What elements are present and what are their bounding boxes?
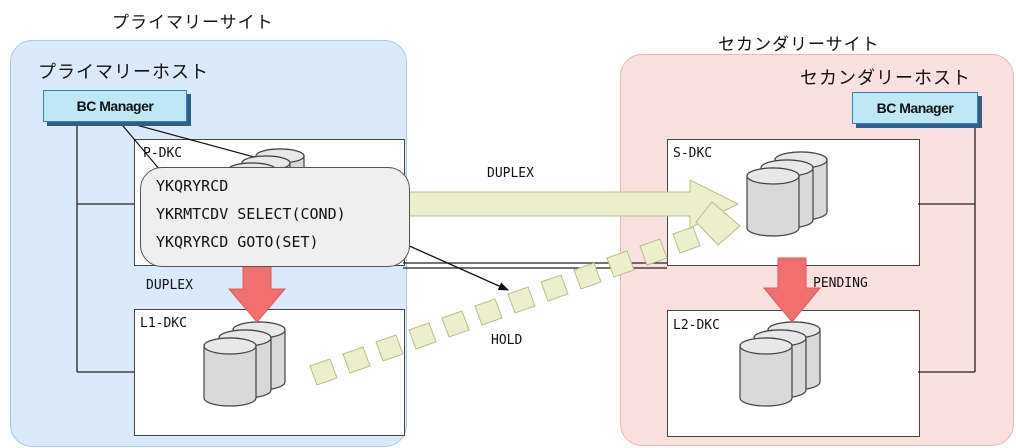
primary-host-label: プライマリーホスト: [38, 62, 209, 83]
l1-dkc-volumes: [203, 321, 286, 407]
l2-dkc-label: L2-DKC: [673, 318, 720, 333]
secondary-host-connectors: [918, 118, 976, 373]
command-line-3: YKQRYRCD GOTO(SET): [156, 233, 319, 251]
p-to-s-state-label: DUPLEX: [487, 166, 534, 181]
command-line-1: YKQRYRCD: [156, 177, 229, 195]
primary-host-connectors: [76, 118, 134, 373]
secondary-bc-manager: BC Manager: [852, 92, 978, 124]
p-to-s-duplex-arrow: [404, 179, 740, 229]
l1-to-s-state-label: HOLD: [491, 333, 523, 348]
s-dkc-label: S-DKC: [673, 146, 713, 161]
secondary-host-label: セカンダリーホスト: [800, 68, 971, 89]
primary-site-label: プライマリーサイト: [112, 13, 274, 33]
l2-dkc-volumes: [739, 321, 821, 407]
command-callout: [140, 167, 410, 267]
s-to-l2-copy-arrow: [762, 257, 822, 323]
secondary-site-label: セカンダリーサイト: [718, 35, 880, 55]
l1-dkc-label: L1-DKC: [140, 316, 187, 331]
p-dkc-label: P-DKC: [143, 146, 183, 161]
command-line-2: YKRMTCDV SELECT(COND): [156, 205, 346, 223]
primary-bc-manager: BC Manager: [43, 90, 187, 122]
p-to-l1-state-label: DUPLEX: [146, 278, 193, 293]
s-to-l2-state-label: PENDING: [813, 276, 868, 291]
l1-to-s-dashed-arrow: [309, 201, 741, 386]
p-to-l1-copy-arrow: [227, 257, 287, 323]
s-dkc-volumes: [746, 151, 828, 237]
